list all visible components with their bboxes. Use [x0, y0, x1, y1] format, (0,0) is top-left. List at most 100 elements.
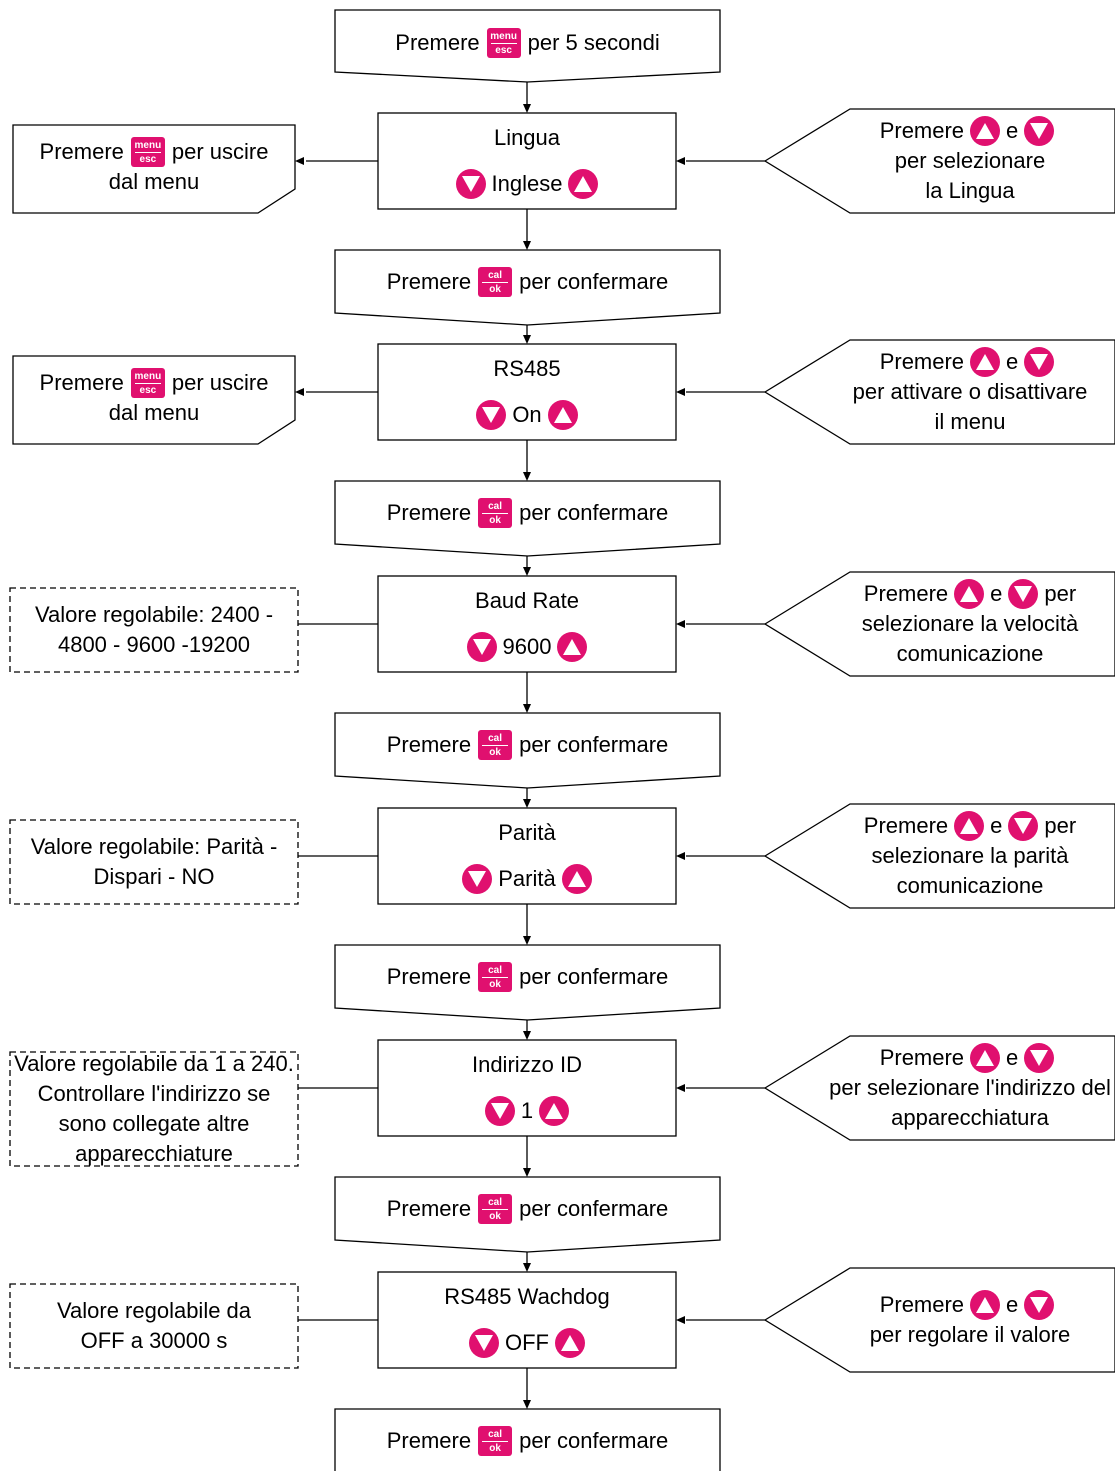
parameter-title: Baud Rate [475, 588, 579, 613]
note-line: apparecchiature [75, 1141, 233, 1166]
parameter-title: RS485 [493, 356, 561, 381]
up-arrow-icon[interactable] [568, 169, 599, 199]
confirm-text-after: per confermare [519, 500, 669, 525]
down-arrow-icon[interactable] [1024, 116, 1055, 146]
up-arrow-icon[interactable] [547, 400, 578, 430]
down-arrow-icon[interactable] [1024, 347, 1055, 377]
text-row: per regolare il valore [870, 1320, 1071, 1350]
instruction-line-3: il menu [934, 409, 1006, 434]
down-arrow-icon[interactable] [476, 400, 507, 430]
up-arrow-icon[interactable] [970, 116, 1001, 146]
up-arrow-icon[interactable] [557, 632, 588, 662]
confirm-instruction-shape [334, 480, 721, 557]
key-top-label: menu [490, 30, 517, 42]
up-arrow-icon[interactable] [555, 1328, 585, 1358]
note-line: Controllare l'indirizzo se [37, 1081, 271, 1106]
key-bottom-label: ok [489, 1442, 501, 1454]
note-box [9, 587, 299, 673]
down-arrow-icon[interactable] [1008, 579, 1039, 609]
arrowhead [523, 104, 531, 113]
exit-text-after: per uscire [171, 139, 269, 164]
key-top-label: menu [134, 139, 162, 151]
text-row: Valore regolabile: Parità - [31, 832, 278, 862]
instruction-line-3: comunicazione [896, 641, 1044, 666]
exit-text-line-2: dal menu [108, 400, 200, 425]
text-row: il menu [935, 407, 1006, 437]
key-divider [482, 512, 509, 514]
instruction-text-after: per [1044, 813, 1077, 838]
up-arrow-icon[interactable] [970, 347, 1001, 377]
parameter-title: Lingua [493, 125, 561, 150]
down-arrow-icon[interactable] [1024, 1043, 1055, 1073]
start-text-before: Premere [395, 30, 480, 55]
up-arrow-icon[interactable] [539, 1096, 570, 1126]
up-arrow-icon[interactable] [561, 864, 592, 894]
note-text: Valore regolabile: 2400 -4800 - 9600 -19… [10, 592, 298, 668]
confirm-text-after: per confermare [519, 732, 669, 757]
confirm-text-before: Premere [386, 732, 472, 757]
down-arrow-icon[interactable] [1008, 811, 1039, 841]
up-arrow-icon[interactable] [970, 1043, 1001, 1073]
key-top-label: cal [488, 500, 503, 512]
instruction-line-3: comunicazione [896, 873, 1044, 898]
down-arrow-icon[interactable] [462, 864, 493, 894]
down-arrow-icon[interactable] [455, 169, 486, 199]
text-row: 1 [483, 1096, 571, 1126]
down-arrow-icon[interactable] [466, 632, 497, 662]
confirm-text-after: per confermare [519, 269, 669, 294]
key-divider [482, 1208, 509, 1210]
text-row: Controllare l'indirizzo se [38, 1079, 271, 1109]
text-row: dal menu [109, 398, 200, 428]
up-arrow-icon[interactable] [970, 1290, 1001, 1320]
parameter-value: Inglese [491, 171, 563, 196]
confirm-text-before: Premere [386, 269, 472, 294]
exit-text-before: Premere [39, 370, 124, 395]
arrowhead [523, 1400, 531, 1409]
key-divider [134, 151, 161, 153]
down-arrow-icon[interactable] [469, 1328, 499, 1358]
confirm-text-before: Premere [386, 1196, 472, 1221]
parameter-title-area: Parità [378, 812, 676, 854]
key-divider [482, 744, 509, 746]
text-row: selezionare la velocità [862, 609, 1078, 639]
note-box [9, 1283, 299, 1369]
arrowhead [523, 936, 531, 945]
text-row: per attivare o disattivare [853, 377, 1088, 407]
instruction-text-middle: e [1006, 1292, 1019, 1317]
note-text: Valore regolabile: Parità -Dispari - NO [10, 824, 298, 900]
instruction-text-middle: e [1006, 1045, 1019, 1070]
text-row: apparecchiature [75, 1139, 233, 1169]
arrowhead [676, 852, 685, 860]
down-arrow-icon[interactable] [484, 1096, 515, 1126]
parameter-title: Parità [498, 820, 556, 845]
up-arrow-icon[interactable] [954, 811, 985, 841]
key-bottom-label: ok [489, 746, 501, 758]
arrowhead [523, 704, 531, 713]
key-bottom-label: ok [489, 1210, 501, 1222]
down-arrow-icon[interactable] [1024, 1290, 1055, 1320]
up-arrow-icon[interactable] [954, 579, 985, 609]
instruction-line-3: la Lingua [925, 178, 1015, 203]
arrowhead [676, 1316, 685, 1324]
